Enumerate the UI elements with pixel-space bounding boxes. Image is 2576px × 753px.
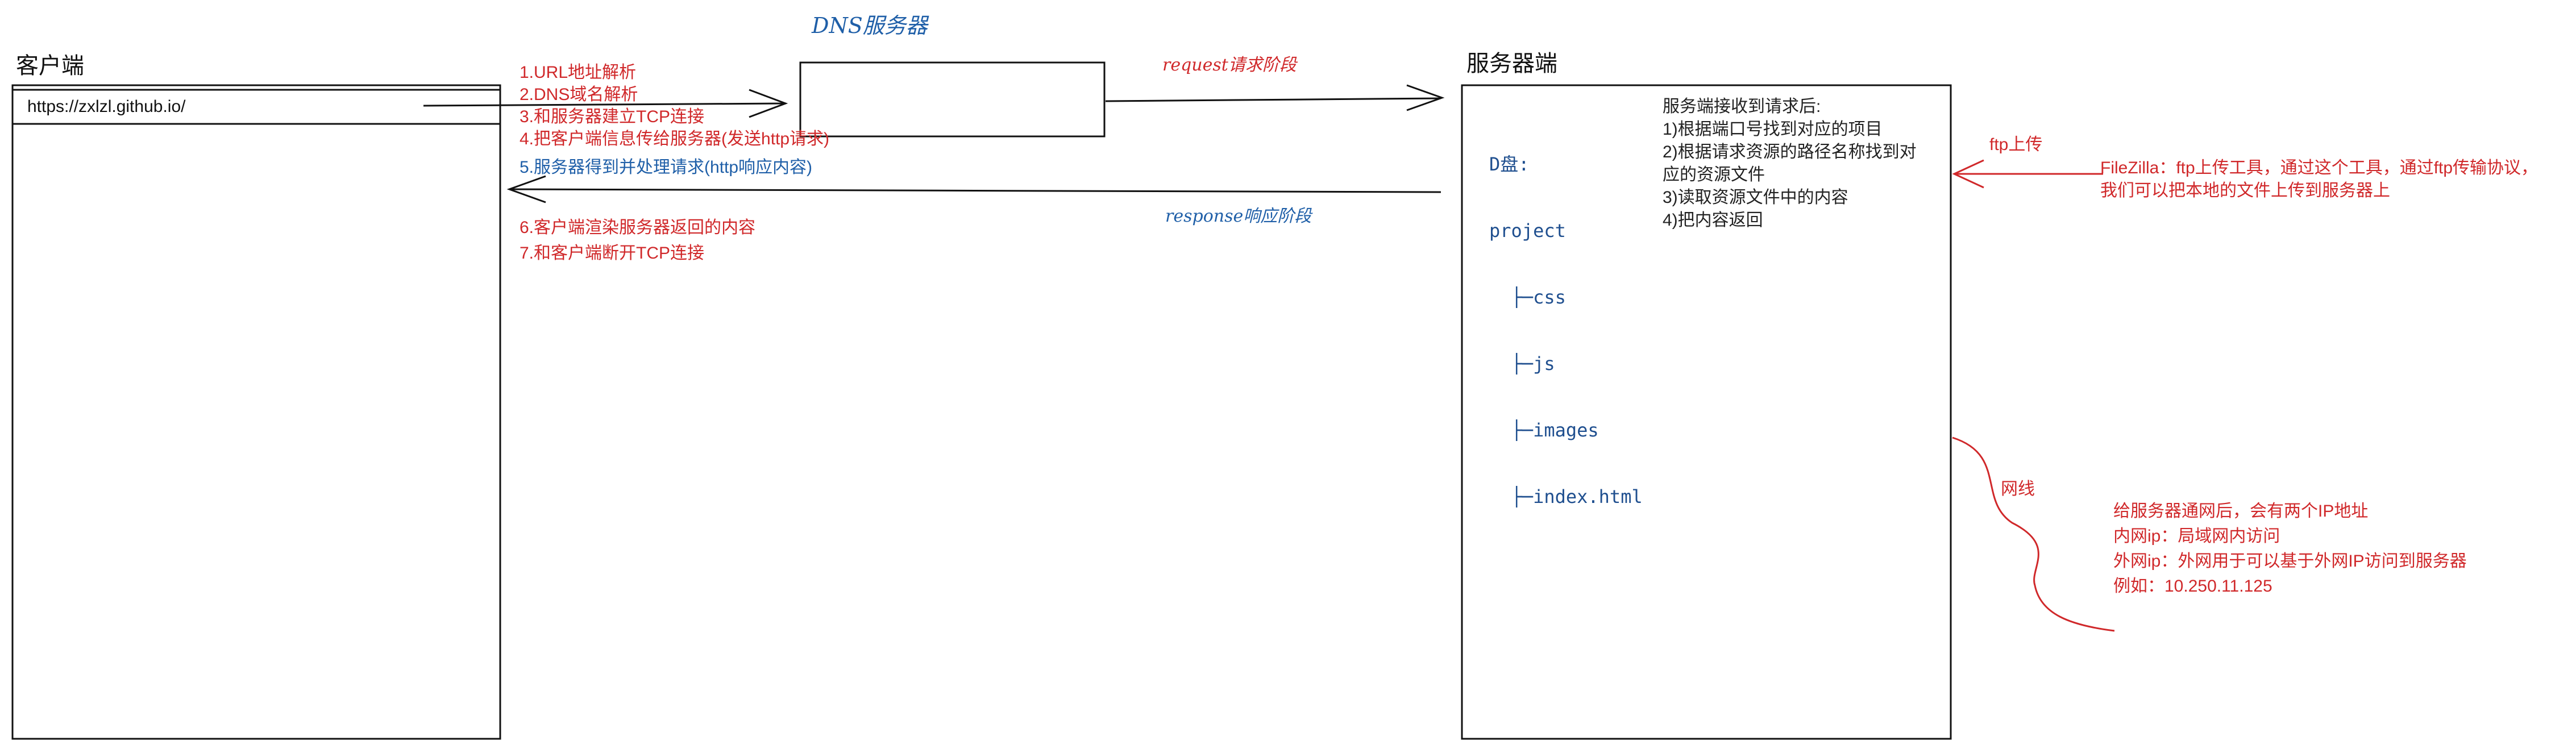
- network-cable: [1952, 436, 2115, 632]
- network-note-line-4: 例如：10.250.11.125: [2113, 577, 2272, 596]
- arrow-request-head: [1406, 84, 1445, 111]
- network-note-line-1: 给服务器通网后，会有两个IP地址: [2113, 502, 2369, 521]
- step-2: 2.DNS域名解析: [520, 85, 638, 104]
- server-note-4: 3)读取资源文件中的内容: [1663, 188, 1848, 207]
- file-tree-project: project: [1489, 220, 1566, 242]
- ftp-note-line-1: FileZilla：ftp上传工具，通过这个工具，通过ftp传输协议，: [2100, 159, 2538, 177]
- server-note-2: 2)根据请求资源的路径名称找到对: [1663, 143, 1917, 161]
- arrow-client-to-dns-head: [749, 89, 788, 118]
- steps-red-bottom: 6.客户端渲染服务器返回的内容 7.和客户端断开TCP连接: [520, 215, 755, 266]
- steps-red-top: 1.URL地址解析 2.DNS域名解析 3.和服务器建立TCP连接 4.把客户端…: [520, 61, 829, 150]
- ftp-label: ftp上传: [1989, 135, 2043, 154]
- network-label: 网线: [2001, 480, 2035, 498]
- arrow-request: [1105, 97, 1441, 102]
- server-notes: 服务端接收到请求后: 1)根据端口号找到对应的项目 2)根据请求资源的路径名称找…: [1663, 95, 1917, 232]
- arrow-ftp-head: [1952, 159, 1984, 189]
- file-tree-drive: D盘:: [1489, 153, 1530, 175]
- step-1: 1.URL地址解析: [520, 63, 637, 82]
- network-note-line-3: 外网ip：外网用于可以基于外网IP访问到服务器: [2113, 552, 2467, 571]
- dns-box: [799, 61, 1106, 138]
- file-tree-css: ├─css: [1489, 286, 1566, 308]
- step-3: 3.和服务器建立TCP连接: [520, 107, 705, 126]
- server-note-3: 应的资源文件: [1663, 165, 1765, 184]
- step-6: 6.客户端渲染服务器返回的内容: [520, 218, 756, 237]
- server-box: [1461, 84, 1952, 740]
- file-tree: D盘: project ├─css ├─js ├─images ├─index.…: [1489, 109, 1643, 552]
- file-tree-images: ├─images: [1489, 419, 1599, 441]
- server-note-5: 4)把内容返回: [1663, 211, 1763, 230]
- client-url-field[interactable]: https://zxlzl.github.io/: [27, 97, 186, 116]
- client-box: [11, 84, 501, 740]
- dns-title: DNS服务器: [812, 13, 928, 38]
- ftp-note: FileZilla：ftp上传工具，通过这个工具，通过ftp传输协议， 我们可以…: [2100, 157, 2538, 202]
- arrow-client-to-dns: [423, 102, 785, 107]
- client-title: 客户端: [16, 53, 84, 78]
- arrow-response: [510, 188, 1441, 193]
- response-phase-label: response响应阶段: [1165, 206, 1312, 226]
- network-note: 给服务器通网后，会有两个IP地址 内网ip：局域网内访问 外网ip：外网用于可以…: [2113, 499, 2467, 599]
- arrow-response-head: [506, 175, 546, 203]
- server-title: 服务器端: [1466, 51, 1557, 76]
- file-tree-index: ├─index.html: [1489, 486, 1643, 507]
- file-tree-js: ├─js: [1489, 353, 1555, 375]
- step-5: 5.服务器得到并处理请求(http响应内容): [520, 158, 813, 177]
- request-phase-label: request请求阶段: [1162, 55, 1297, 75]
- server-note-0: 服务端接收到请求后:: [1663, 97, 1821, 116]
- server-note-1: 1)根据端口号找到对应的项目: [1663, 120, 1883, 139]
- step-7: 7.和客户端断开TCP连接: [520, 244, 705, 263]
- network-note-line-2: 内网ip：局域网内访问: [2113, 527, 2280, 546]
- ftp-note-line-2: 我们可以把本地的文件上传到服务器上: [2100, 181, 2390, 200]
- step-4: 4.把客户端信息传给服务器(发送http请求): [520, 130, 830, 148]
